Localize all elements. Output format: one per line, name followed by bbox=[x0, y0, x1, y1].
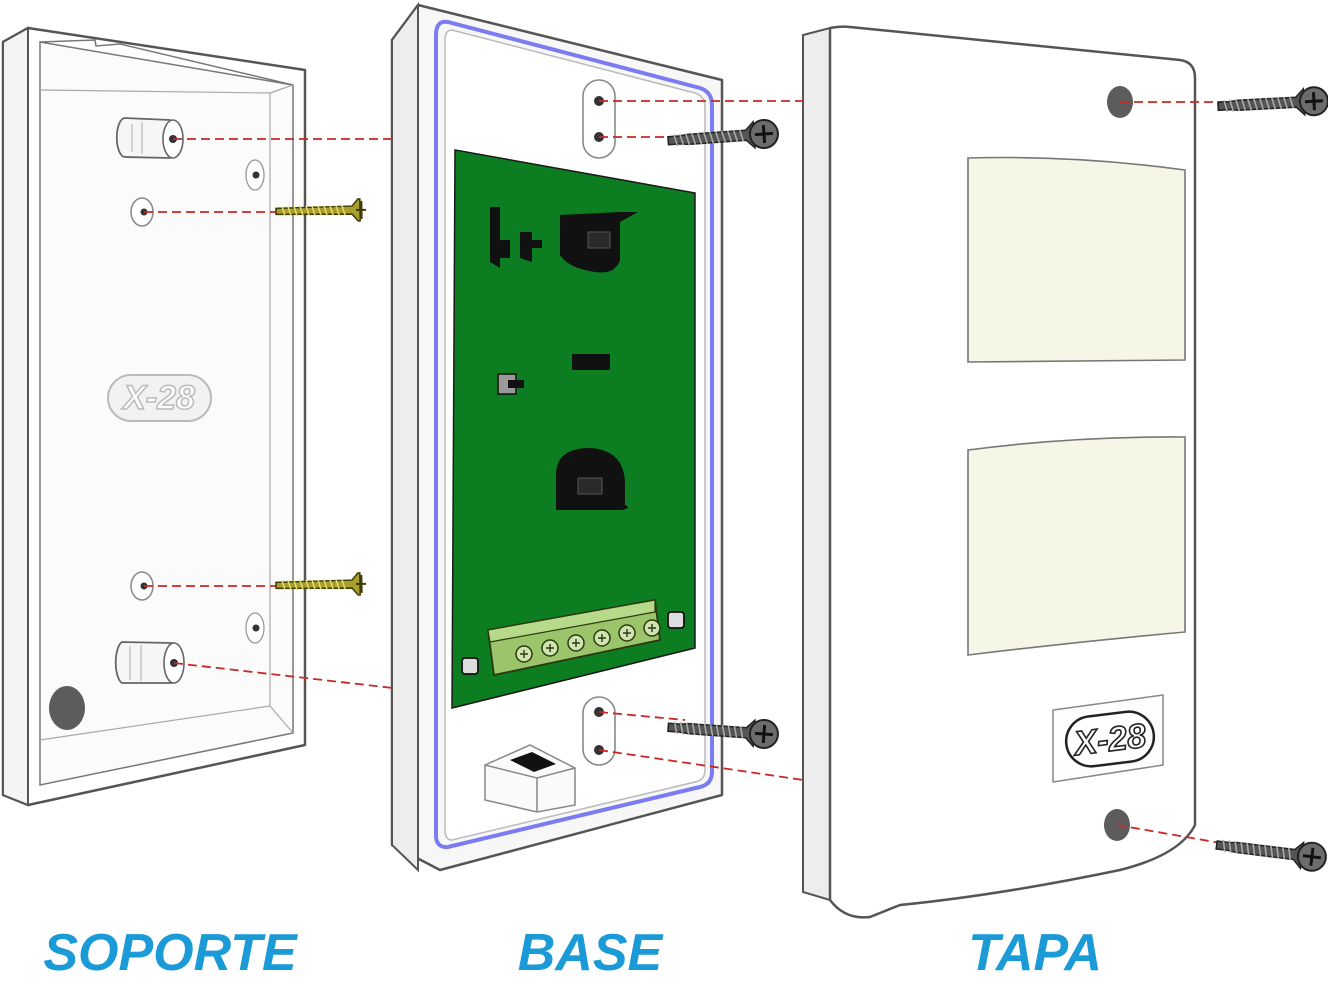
guide-line bbox=[173, 662, 394, 689]
base-bottom-screw-slot bbox=[582, 696, 616, 766]
smd-chip bbox=[572, 354, 610, 370]
tamper-switch bbox=[484, 744, 576, 813]
base-top-screw-slot bbox=[582, 79, 616, 159]
soporte-logo-text: X-28 bbox=[121, 379, 195, 417]
soporte-bracket: X-28 bbox=[1, 26, 307, 807]
screw-icon bbox=[1213, 829, 1328, 874]
soporte-side-hole bbox=[245, 612, 265, 644]
base-label: BASE bbox=[517, 924, 663, 982]
pcb-board bbox=[451, 149, 696, 709]
soporte-side-hole bbox=[245, 159, 265, 191]
lower-sensor-lens bbox=[967, 436, 1186, 656]
base-housing bbox=[390, 1, 724, 873]
cable-entry-hole bbox=[49, 686, 85, 730]
soporte-logo: X-28 bbox=[107, 374, 212, 422]
tapa-cover: X-28 bbox=[802, 25, 1197, 919]
tapa-label: TAPA bbox=[968, 924, 1102, 982]
tapa-logo-plate: X-28 bbox=[1052, 694, 1164, 783]
tapa-logo-text: X-28 bbox=[1070, 717, 1148, 764]
guide-line bbox=[598, 749, 804, 781]
pir-sensor-component bbox=[490, 207, 638, 273]
terminal-block bbox=[486, 598, 661, 677]
relay-component bbox=[556, 448, 628, 510]
screw-icon bbox=[1215, 85, 1328, 122]
pcb-pad bbox=[461, 657, 479, 675]
led-component bbox=[497, 373, 524, 395]
upper-mounting-boss bbox=[115, 117, 184, 159]
base-gasket bbox=[434, 19, 714, 850]
upper-sensor-lens bbox=[967, 156, 1186, 363]
lower-mounting-boss bbox=[114, 641, 185, 684]
pcb-pad bbox=[667, 611, 685, 629]
guide-line bbox=[1116, 824, 1233, 846]
soporte-label: SOPORTE bbox=[43, 924, 297, 982]
guide-line bbox=[598, 711, 686, 721]
